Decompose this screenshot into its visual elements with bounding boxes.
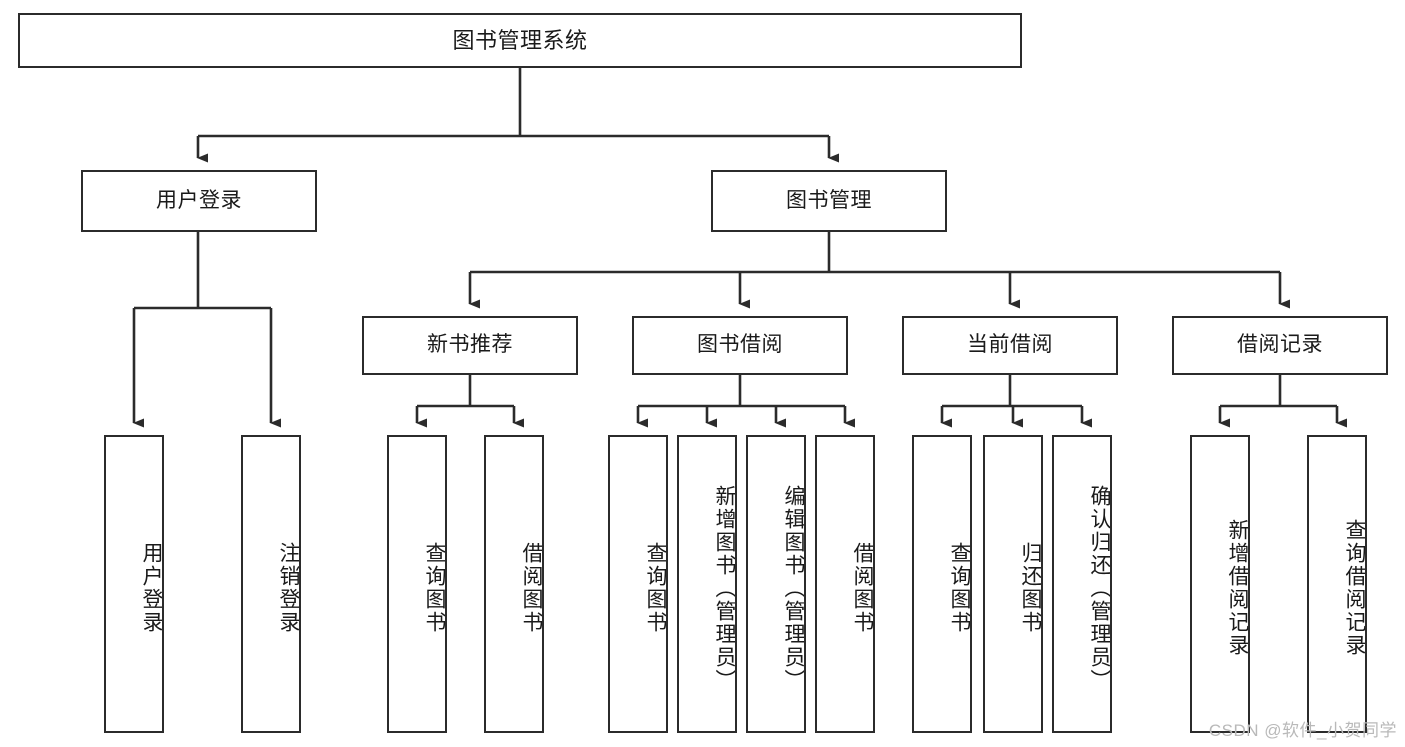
node-leaf-borrow-book-1-label: 借阅图书 [520,542,543,634]
node-leaf-add-book-label: 新增图书（管理员） [713,484,736,692]
node-leaf-add-borrow-record-label: 新增借阅记录 [1226,519,1249,657]
node-leaf-confirm-return[interactable]: 确认归还（管理员） [1052,435,1112,733]
node-leaf-query-book-1-label: 查询图书 [423,542,446,634]
node-leaf-edit-book[interactable]: 编辑图书（管理员） [746,435,806,733]
node-root-label: 图书管理系统 [452,27,588,53]
node-leaf-user-login[interactable]: 用户登录 [104,435,164,733]
node-leaf-query-book-2-label: 查询图书 [644,542,667,634]
node-leaf-query-book-3-label: 查询图书 [948,542,971,634]
node-leaf-borrow-book-2[interactable]: 借阅图书 [815,435,875,733]
node-borrow-record[interactable]: 借阅记录 [1172,316,1388,375]
node-leaf-query-borrow-record-label: 查询借阅记录 [1343,519,1366,657]
node-root[interactable]: 图书管理系统 [18,13,1022,68]
node-leaf-return-book[interactable]: 归还图书 [983,435,1043,733]
node-leaf-borrow-book-2-label: 借阅图书 [851,542,874,634]
node-user-login[interactable]: 用户登录 [81,170,317,232]
node-leaf-edit-book-label: 编辑图书（管理员） [782,484,805,692]
node-leaf-user-login-label: 用户登录 [140,542,163,634]
node-book-manage-label: 图书管理 [786,188,872,212]
node-leaf-query-borrow-record[interactable]: 查询借阅记录 [1307,435,1367,733]
node-new-book-recommend[interactable]: 新书推荐 [362,316,578,375]
node-leaf-add-borrow-record[interactable]: 新增借阅记录 [1190,435,1250,733]
node-borrow-record-label: 借阅记录 [1237,333,1323,357]
node-leaf-confirm-return-label: 确认归还（管理员） [1088,484,1111,692]
node-book-borrow-label: 图书借阅 [697,333,783,357]
node-leaf-logout-login-label: 注销登录 [277,542,300,634]
node-book-manage[interactable]: 图书管理 [711,170,947,232]
node-leaf-query-book-3[interactable]: 查询图书 [912,435,972,733]
node-leaf-query-book-1[interactable]: 查询图书 [387,435,447,733]
node-leaf-return-book-label: 归还图书 [1019,542,1042,634]
node-current-borrow[interactable]: 当前借阅 [902,316,1118,375]
node-current-borrow-label: 当前借阅 [967,333,1053,357]
node-user-login-label: 用户登录 [156,188,242,212]
node-book-borrow[interactable]: 图书借阅 [632,316,848,375]
watermark-text: CSDN @软件_小贺同学 [1208,721,1397,740]
node-leaf-query-book-2[interactable]: 查询图书 [608,435,668,733]
node-leaf-add-book[interactable]: 新增图书（管理员） [677,435,737,733]
node-leaf-logout-login[interactable]: 注销登录 [241,435,301,733]
node-leaf-borrow-book-1[interactable]: 借阅图书 [484,435,544,733]
node-new-book-recommend-label: 新书推荐 [427,333,513,357]
